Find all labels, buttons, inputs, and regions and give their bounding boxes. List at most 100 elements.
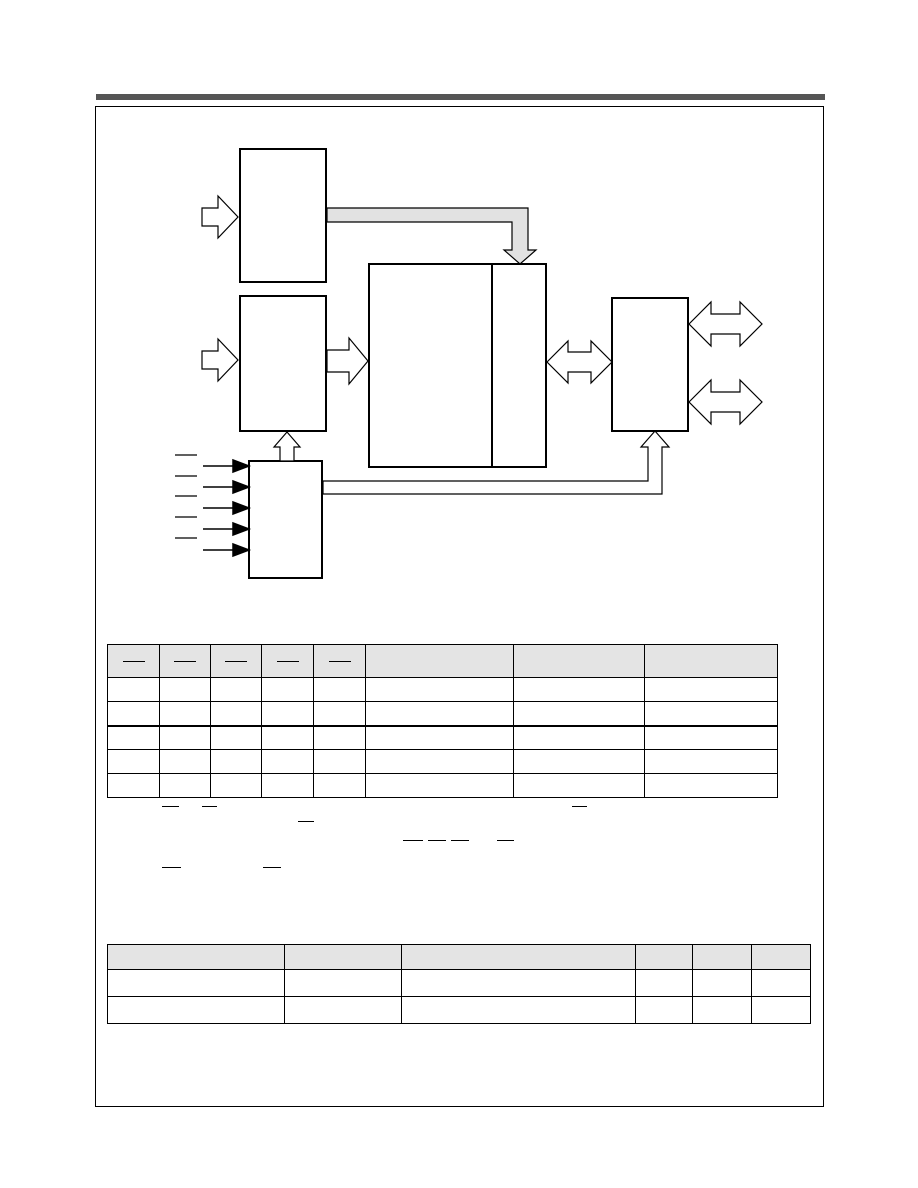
block-mid-left (239, 295, 327, 432)
table-cell (107, 749, 160, 774)
table-cell (635, 996, 693, 1024)
table-cell (107, 701, 160, 726)
table-cell (365, 749, 514, 774)
table-cell (261, 677, 314, 702)
table-cell (261, 749, 314, 774)
table-cell (751, 969, 811, 997)
arrow-control-to-mid (272, 431, 302, 462)
col-header-6 (365, 644, 514, 678)
block-memory-side (491, 263, 547, 468)
table-cell (365, 701, 514, 726)
spec-table (107, 944, 811, 1024)
table-cell (261, 701, 314, 726)
spec-col-header (692, 944, 752, 970)
table-cell (644, 773, 778, 798)
truth-table-header (107, 644, 778, 678)
table-cell (644, 725, 778, 750)
arrow-io-out-bottom (688, 378, 763, 426)
table-cell (644, 677, 778, 702)
table-cell (635, 969, 693, 997)
table-cell (284, 996, 402, 1024)
table-cell (107, 725, 160, 750)
table-cell (644, 701, 778, 726)
table-cell (401, 969, 636, 997)
note-overline (202, 806, 217, 807)
table-cell (210, 749, 262, 774)
table-row (107, 749, 778, 774)
table-cell (159, 749, 211, 774)
note-overline (572, 806, 587, 807)
col-header-4 (261, 644, 314, 678)
table-cell (692, 996, 752, 1024)
note-overline (298, 821, 314, 822)
table-cell (261, 725, 314, 750)
note-overline (428, 840, 446, 841)
table-row (107, 725, 778, 750)
table-row (107, 701, 778, 726)
table-cell (210, 725, 262, 750)
col-header-5 (313, 644, 366, 678)
table-cell (159, 773, 211, 798)
col-header-1 (107, 644, 160, 678)
table-cell (365, 677, 514, 702)
table-cell (313, 701, 366, 726)
table-cell (210, 677, 262, 702)
note-overline (162, 867, 181, 868)
table-cell (513, 701, 645, 726)
col-header-3 (210, 644, 262, 678)
table-cell (513, 725, 645, 750)
col-header-8 (644, 644, 778, 678)
header-rule (96, 94, 825, 100)
spec-col-header (635, 944, 693, 970)
table-cell (365, 773, 514, 798)
col-header-7 (513, 644, 645, 678)
table-cell (107, 677, 160, 702)
table-cell (644, 749, 778, 774)
table-cell (159, 701, 211, 726)
table-row (107, 969, 811, 997)
table-cell (513, 773, 645, 798)
block-top-left (239, 148, 327, 283)
arrow-input-mid (201, 337, 239, 383)
table-row (107, 677, 778, 702)
table-cell (365, 725, 514, 750)
arrow-input-top (201, 194, 239, 240)
table-row (107, 773, 778, 798)
truth-table (107, 644, 778, 798)
table-row (107, 996, 811, 1024)
note-overline (451, 840, 469, 841)
block-io (611, 297, 689, 432)
table-cell (210, 701, 262, 726)
table-cell (284, 969, 402, 997)
spec-table-header (107, 944, 811, 970)
bus-control-to-io (322, 430, 671, 495)
spec-col-header (751, 944, 811, 970)
table-cell (513, 749, 645, 774)
spec-col-header (401, 944, 636, 970)
note-overline (403, 840, 423, 841)
table-cell (159, 725, 211, 750)
bus-top-to-array (326, 207, 538, 265)
table-cell (313, 725, 366, 750)
table-cell (313, 677, 366, 702)
arrow-array-io (546, 339, 613, 385)
table-cell (692, 969, 752, 997)
note-overline (263, 867, 281, 868)
table-cell (107, 996, 285, 1024)
table-cell (107, 773, 160, 798)
table-cell (261, 773, 314, 798)
block-memory-array (368, 263, 493, 468)
page-frame (95, 106, 824, 1107)
col-header-2 (159, 644, 211, 678)
table-cell (313, 773, 366, 798)
note-overline (497, 840, 514, 841)
table-cell (159, 677, 211, 702)
control-inputs (203, 458, 252, 558)
spec-col-header (107, 944, 285, 970)
table-cell (107, 969, 285, 997)
block-control (248, 460, 323, 579)
table-cell (751, 996, 811, 1024)
table-cell (513, 677, 645, 702)
control-input-overlines (175, 454, 197, 539)
